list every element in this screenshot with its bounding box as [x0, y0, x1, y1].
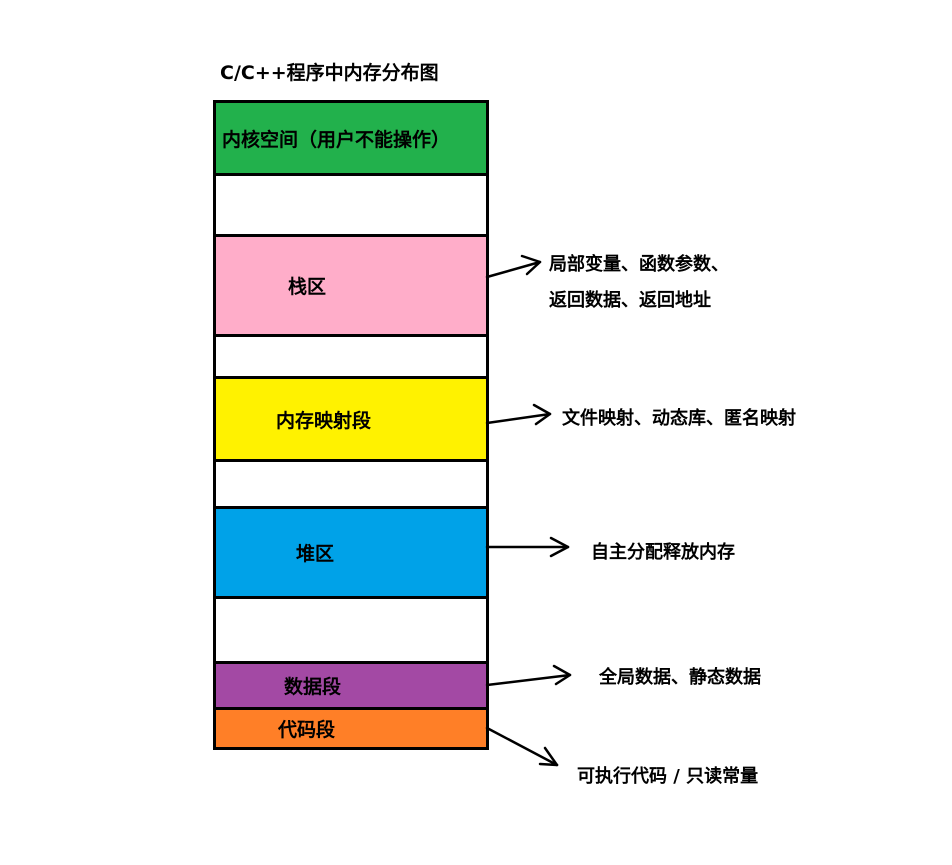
diagram-title: C/C++程序中内存分布图 — [220, 62, 439, 84]
memory-layout-stack: 内核空间（用户不能操作） 栈区 内存映射段 堆区 数据段 代码段 — [213, 100, 489, 750]
stack-annotation-line1: 局部变量、函数参数、 — [549, 254, 729, 275]
unused-gap-1 — [216, 173, 486, 234]
code-annotation: 可执行代码 / 只读常量 — [577, 766, 759, 787]
unused-gap-4 — [216, 596, 486, 661]
stack-annotation-line2: 返回数据、返回地址 — [549, 290, 711, 311]
stack-segment: 栈区 — [216, 234, 486, 334]
data-annotation: 全局数据、静态数据 — [599, 667, 761, 688]
mmap-arrow — [485, 403, 552, 426]
unused-gap-2 — [216, 334, 486, 376]
heap-annotation: 自主分配释放内存 — [591, 542, 735, 563]
stack-arrow — [485, 254, 542, 279]
heap-arrow — [485, 536, 570, 558]
memory-mapping-segment: 内存映射段 — [216, 376, 486, 459]
mmap-annotation: 文件映射、动态库、匿名映射 — [562, 408, 796, 429]
data-segment: 数据段 — [216, 661, 486, 707]
code-segment: 代码段 — [216, 707, 486, 747]
heap-segment: 堆区 — [216, 506, 486, 596]
data-arrow — [485, 664, 572, 687]
unused-gap-3 — [216, 459, 486, 506]
kernel-space-segment: 内核空间（用户不能操作） — [216, 103, 486, 173]
code-arrow — [485, 726, 559, 767]
